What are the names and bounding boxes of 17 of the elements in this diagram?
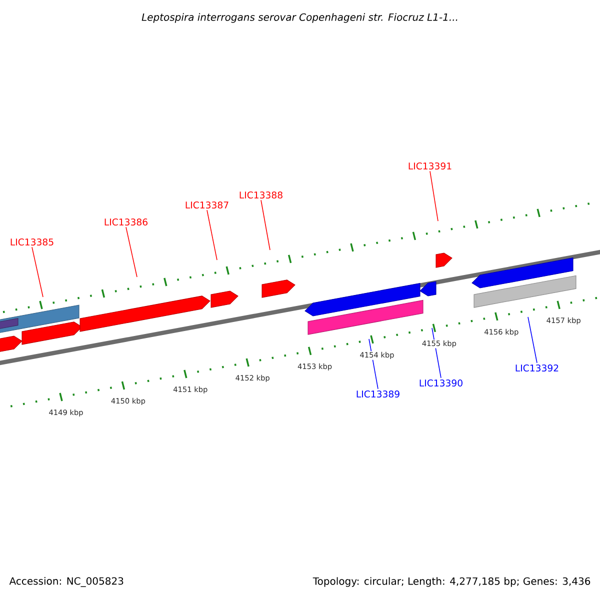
gene-label: LIC13388	[240, 191, 282, 199]
leader-line	[430, 170, 438, 222]
leader-line	[260, 200, 270, 250]
gene-label: LIC13389	[356, 390, 400, 398]
leader-line	[126, 226, 138, 278]
footer-text: Topology: circular; Length: 4,277,185 bp; Genes: 3,436	[312, 577, 590, 587]
gene-label: LIC13391	[408, 162, 452, 170]
title: Leptospira interrogans serovar Copenhageni str. Fiocruz L1-1...	[142, 13, 458, 23]
gene-label: LIC13390	[420, 379, 462, 387]
leader-line	[206, 210, 218, 260]
gene-label: LIC13392	[516, 364, 558, 372]
gene-label: LIC13387	[186, 201, 228, 209]
gene-label: LIC13386	[104, 218, 148, 226]
footer-text: Accession: NC_005823	[9, 577, 124, 587]
leader-line	[32, 246, 44, 298]
gene-label: LIC13385	[10, 238, 54, 246]
leader-line	[528, 316, 538, 364]
